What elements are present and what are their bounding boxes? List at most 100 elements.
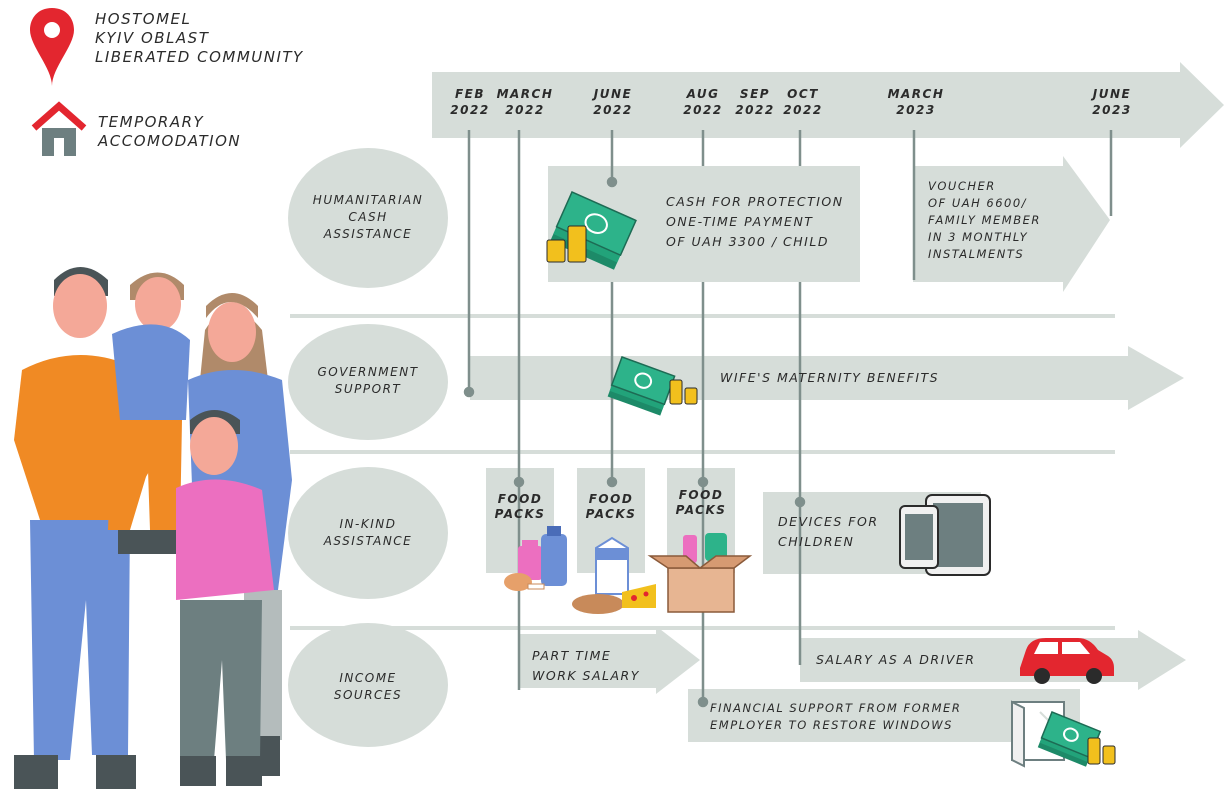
label-line: VOUCHER <box>928 179 996 193</box>
label-line: ONE-TIME PAYMENT <box>666 214 814 229</box>
label-line: FOOD <box>497 492 543 506</box>
timeline-dot <box>697 476 709 488</box>
label-line: IN 3 MONTHLY <box>928 230 1029 244</box>
category-bubble <box>288 324 448 440</box>
man-figure <box>14 267 150 789</box>
maternity-label: WIFE'S MATERNITY BENEFITS <box>720 370 940 385</box>
food-box-icon <box>647 533 753 613</box>
timeline-dot <box>513 476 525 488</box>
date-month: MARCH <box>887 87 945 101</box>
coins-icon <box>1087 737 1116 765</box>
house-icon <box>31 101 87 156</box>
category-bubble <box>288 148 448 288</box>
date-year: 2022 <box>735 103 775 117</box>
timeline-arrow <box>432 62 1224 148</box>
label-line: CASH FOR PROTECTION <box>666 194 844 209</box>
cash-stack-icon <box>607 356 676 416</box>
location-line: LIBERATED COMMUNITY <box>95 48 304 66</box>
date-june-2022: JUNE 2022 <box>584 86 642 118</box>
car-icon <box>1020 638 1114 684</box>
label-line: INSTALMENTS <box>928 247 1025 261</box>
category-line: CASH <box>348 210 388 224</box>
label-line: FINANCIAL SUPPORT FROM FORMER <box>710 701 962 715</box>
label-line: PACKS <box>675 503 727 517</box>
date-sep-2022: SEP 2022 <box>728 86 782 118</box>
date-year: 2022 <box>450 103 490 117</box>
voucher-arrow <box>913 156 1110 292</box>
date-month: AUG <box>686 87 720 101</box>
label-line: FAMILY MEMBER <box>928 213 1041 227</box>
food-pack-label: FOOD PACKS <box>667 488 735 518</box>
location-line: HOSTOMEL <box>95 10 192 28</box>
label-line: OF UAH 6600/ <box>928 196 1028 210</box>
category-government: GOVERNMENT SUPPORT <box>298 364 438 398</box>
label-line: FOOD <box>678 488 724 502</box>
cash-stack-icon <box>1037 711 1102 767</box>
category-line: GOVERNMENT <box>317 365 419 379</box>
date-month: JUNE <box>593 87 633 101</box>
date-year: 2023 <box>896 103 936 117</box>
date-month: OCT <box>787 87 819 101</box>
timeline-dot <box>463 386 475 398</box>
date-year: 2022 <box>505 103 545 117</box>
food-items-icon <box>504 526 567 591</box>
part-time-label: PART TIME WORK SALARY <box>532 646 640 686</box>
voucher-label: VOUCHER OF UAH 6600/ FAMILY MEMBER IN 3 … <box>928 178 1041 263</box>
label-line: OF UAH 3300 / CHILD <box>666 234 829 249</box>
category-line: HUMANITARIAN <box>312 193 424 207</box>
cash-stack-icon <box>550 191 637 270</box>
date-march-2022: MARCH 2022 <box>493 86 557 118</box>
category-line: INCOME <box>339 671 397 685</box>
category-bubble <box>288 623 448 747</box>
former-employer-label: FINANCIAL SUPPORT FROM FORMER EMPLOYER T… <box>710 700 961 734</box>
timeline-dot <box>606 476 618 488</box>
date-year: 2022 <box>593 103 633 117</box>
label-line: DEVICES FOR <box>778 514 879 529</box>
food-pack-label: FOOD PACKS <box>577 492 645 522</box>
timeline-dot <box>606 176 618 188</box>
devices-label: DEVICES FOR CHILDREN <box>778 512 879 552</box>
label-line: FOOD <box>588 492 634 506</box>
date-month: FEB <box>454 87 486 101</box>
boy-figure <box>176 410 274 786</box>
cash-protection-label: CASH FOR PROTECTION ONE-TIME PAYMENT OF … <box>666 192 844 252</box>
category-in-kind: IN-KIND ASSISTANCE <box>298 516 438 550</box>
coins-icon <box>669 379 698 405</box>
date-march-2023: MARCH 2023 <box>884 86 948 118</box>
label-line: PACKS <box>494 507 546 521</box>
category-income: INCOME SOURCES <box>298 670 438 704</box>
date-month: MARCH <box>496 87 554 101</box>
label-line: EMPLOYER TO RESTORE WINDOWS <box>710 718 953 732</box>
timeline-dot <box>697 696 709 708</box>
date-oct-2022: OCT 2022 <box>776 86 830 118</box>
category-humanitarian: HUMANITARIAN CASH ASSISTANCE <box>298 192 438 243</box>
family-illustration <box>14 267 292 789</box>
accommodation-line: TEMPORARY <box>98 113 205 131</box>
food-pack-label: FOOD PACKS <box>486 492 554 522</box>
date-aug-2022: AUG 2022 <box>676 86 730 118</box>
category-line: ASSISTANCE <box>323 227 413 241</box>
accommodation-legend: TEMPORARY ACCOMODATION <box>98 113 241 151</box>
timeline-dot <box>794 496 806 508</box>
label-line: PACKS <box>585 507 637 521</box>
location-pin-icon <box>30 8 74 86</box>
label-line: PART TIME <box>532 648 612 663</box>
category-line: SUPPORT <box>334 382 402 396</box>
coins-icon <box>546 225 587 263</box>
accommodation-line: ACCOMODATION <box>98 132 242 150</box>
food-items-icon <box>572 536 656 614</box>
date-year: 2022 <box>783 103 823 117</box>
location-line: KYIV OBLAST <box>95 29 210 47</box>
date-june-2023: JUNE 2023 <box>1084 86 1140 118</box>
devices-icon <box>899 494 991 576</box>
driver-label: SALARY AS A DRIVER <box>816 652 976 667</box>
category-line: ASSISTANCE <box>323 534 413 548</box>
label-line: WORK SALARY <box>532 668 640 683</box>
date-month: SEP <box>739 87 771 101</box>
category-line: SOURCES <box>333 688 403 702</box>
label-line: CHILDREN <box>778 534 855 549</box>
part-time-arrow <box>519 626 700 694</box>
date-feb-2022: FEB 2022 <box>442 86 498 118</box>
date-month: JUNE <box>1092 87 1132 101</box>
